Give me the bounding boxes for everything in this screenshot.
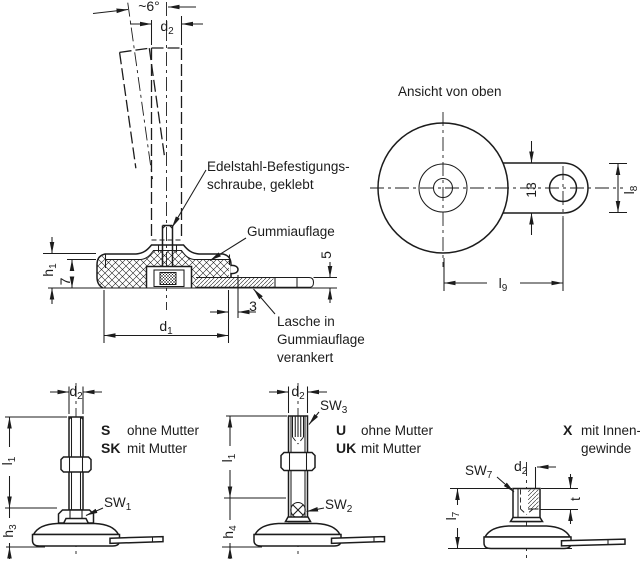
svg-text:l9: l9 xyxy=(499,275,508,294)
fastening-screw xyxy=(157,224,178,267)
dimension-d1: d1 xyxy=(103,290,229,343)
dimension-l7: l7 xyxy=(443,487,512,549)
svg-text:l1: l1 xyxy=(0,456,18,465)
svg-text:Lasche in: Lasche in xyxy=(277,314,335,329)
note-screw: Edelstahl-Befestigungs- schraube, gekleb… xyxy=(171,159,350,228)
legend-x: X mit Innen- gewinde xyxy=(563,422,640,456)
svg-text:d2: d2 xyxy=(291,383,305,402)
dimension-l1-s: l1 xyxy=(0,416,67,509)
variant-x: d2 SW7 t l7 X m xyxy=(443,422,640,560)
label-sw7: SW7 xyxy=(465,463,515,493)
dimension-h3: h3 xyxy=(0,508,45,559)
svg-text:mit Mutter: mit Mutter xyxy=(127,441,188,456)
svg-text:d1: d1 xyxy=(159,318,173,337)
svg-text:U: U xyxy=(336,422,346,438)
housing-inner-line xyxy=(140,249,195,261)
dimension-t: t xyxy=(540,474,583,524)
svg-text:SW7: SW7 xyxy=(465,463,493,481)
svg-text:h3: h3 xyxy=(0,524,19,538)
bushing-x xyxy=(509,487,544,523)
dimension-5: 5 xyxy=(313,251,337,303)
screw-pocket xyxy=(145,265,193,288)
legend-s: S ohne Mutter SK mit Mutter xyxy=(101,422,200,456)
dimension-h1: h1 xyxy=(40,237,96,304)
dimension-7: 7 xyxy=(57,258,96,288)
svg-text:Edelstahl-Befestigungs-: Edelstahl-Befestigungs- xyxy=(207,159,350,174)
dimension-angle: ~6° xyxy=(92,0,196,15)
svg-text:X: X xyxy=(563,422,573,438)
dimension-d2-u: d2 xyxy=(269,383,327,413)
dimension-h4: h4 xyxy=(220,498,262,559)
svg-text:Gummiauflage: Gummiauflage xyxy=(247,224,335,239)
svg-text:l8: l8 xyxy=(621,185,640,194)
svg-text:SW1: SW1 xyxy=(104,495,132,513)
dimension-d2-x: d2 xyxy=(514,458,556,488)
top-view-title: Ansicht von oben xyxy=(398,84,502,99)
svg-text:mit Innen-: mit Innen- xyxy=(581,423,640,438)
svg-text:mit Mutter: mit Mutter xyxy=(361,441,422,456)
svg-text:SK: SK xyxy=(101,440,120,456)
svg-text:ohne Mutter: ohne Mutter xyxy=(361,423,434,438)
svg-text:h4: h4 xyxy=(220,525,239,539)
dimension-d2-main: d2 xyxy=(130,16,203,45)
variant-u: d2 SW3 SW2 l1 xyxy=(219,383,434,559)
label-sw1: SW1 xyxy=(85,495,132,516)
svg-text:UK: UK xyxy=(336,440,356,456)
main-side-view: ~6° d2 xyxy=(40,0,365,365)
svg-text:verankert: verankert xyxy=(277,350,334,365)
svg-text:l1: l1 xyxy=(219,453,238,462)
label-sw2: SW2 xyxy=(306,497,353,515)
svg-text:5: 5 xyxy=(318,251,334,259)
angle-label: ~6° xyxy=(138,0,160,14)
anchor-tab-x xyxy=(560,538,626,547)
housing-lip xyxy=(230,264,239,275)
svg-text:d2: d2 xyxy=(69,383,83,402)
dimension-l9: l9 xyxy=(443,218,564,294)
base-circle xyxy=(377,122,509,254)
svg-text:SW2: SW2 xyxy=(325,497,353,515)
dimension-3: 3 xyxy=(210,275,257,343)
svg-text:Gummiauflage: Gummiauflage xyxy=(277,332,365,347)
dimension-l8: l8 xyxy=(609,162,640,214)
top-view: Ansicht von oben 13 l8 xyxy=(370,84,640,294)
svg-text:schraube, geklebt: schraube, geklebt xyxy=(207,177,314,192)
svg-text:7: 7 xyxy=(57,277,73,285)
note-rubber: Gummiauflage xyxy=(209,224,335,261)
anchor-tab-side xyxy=(196,276,315,288)
anchor-tab-s xyxy=(109,535,164,545)
d2-label: d2 xyxy=(160,18,174,37)
svg-text:S: S xyxy=(101,422,110,438)
svg-text:gewinde: gewinde xyxy=(581,441,631,456)
anchor-tab-u xyxy=(330,535,386,545)
hex-nut-u xyxy=(280,451,316,472)
svg-text:h1: h1 xyxy=(40,263,59,277)
dimension-l1-u: l1 xyxy=(219,415,287,499)
label-sw3: SW3 xyxy=(308,398,348,425)
dimension-d2-s: d2 xyxy=(50,383,102,414)
svg-text:13: 13 xyxy=(523,182,539,198)
svg-text:ohne Mutter: ohne Mutter xyxy=(127,423,200,438)
svg-text:d2: d2 xyxy=(514,458,528,477)
dimension-13: 13 xyxy=(523,141,539,235)
svg-text:t: t xyxy=(567,497,583,501)
svg-text:SW3: SW3 xyxy=(320,398,348,416)
legend-u: U ohne Mutter UK mit Mutter xyxy=(336,422,434,456)
svg-text:3: 3 xyxy=(249,298,257,314)
tilted-rod-phantom xyxy=(118,2,166,180)
variant-s: d2 l1 h3 SW1 xyxy=(0,383,200,559)
svg-text:l7: l7 xyxy=(443,511,462,520)
hex-nut-s xyxy=(60,456,92,473)
note-tab: Lasche in Gummiauflage verankert xyxy=(253,288,365,365)
